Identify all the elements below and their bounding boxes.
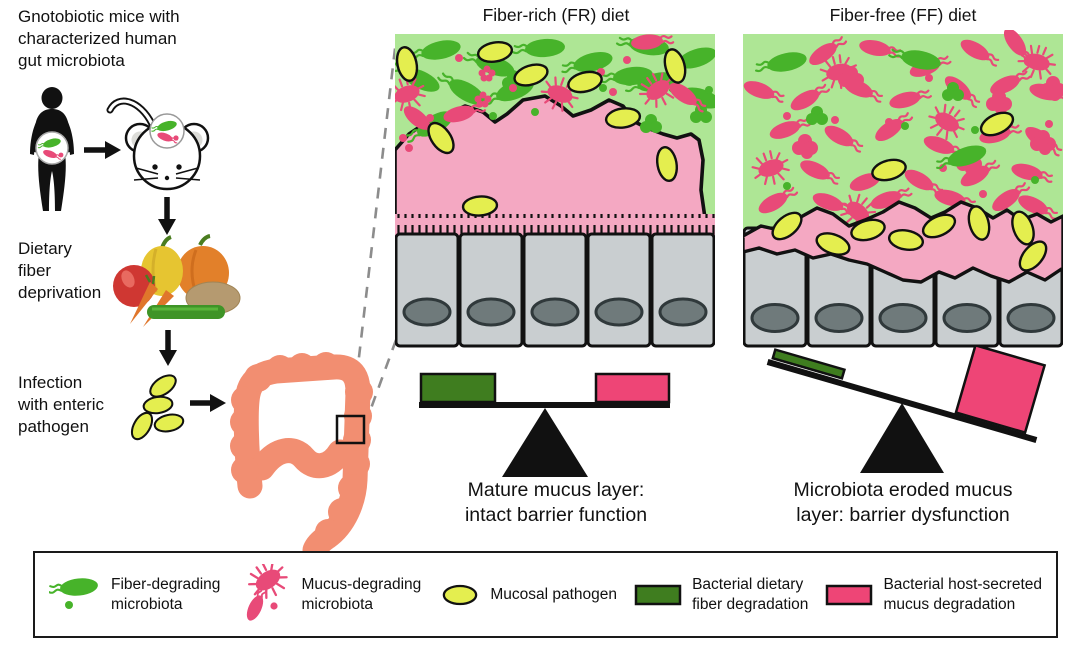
bacterial-host-secreted-mucus-degradation-swatch	[826, 584, 873, 605]
colon	[230, 352, 373, 563]
step2-label: Dietary fiber deprivation	[18, 239, 102, 302]
mouse-gut-microbiota-circle	[149, 113, 185, 149]
legend-label-mucosal-pathogen: Mucosal pathogen	[490, 585, 617, 603]
legend-label-mucus-degradation: Bacterial host-secreted mucus degradatio…	[883, 576, 1042, 613]
legend: Fiber-degrading microbiota Mucus-degradi…	[33, 551, 1058, 638]
ff-balance-fulcrum	[860, 403, 944, 473]
fr-fiber-degradation-weight	[419, 372, 497, 404]
arrow-infection-to-colon-icon	[190, 394, 226, 412]
colon-zoom-box	[335, 414, 366, 445]
legend-item-fiber-degrading: Fiber-degrading microbiota	[49, 573, 220, 617]
legend-label-fiber-degradation: Bacterial dietary fiber degradation	[692, 576, 809, 613]
arrow-human-to-mouse-icon	[84, 141, 121, 159]
legend-item-mucus-degradation: Bacterial host-secreted mucus degradatio…	[825, 575, 1042, 614]
vegetables	[113, 234, 241, 327]
arrow-mouse-to-diet-icon	[158, 197, 176, 235]
fiber-rich-panel-title: Fiber-rich (FR) diet	[482, 5, 630, 25]
ff-fiber-degradation-weight	[771, 348, 846, 380]
fiber-free-panel-graphic	[743, 30, 1063, 348]
legend-item-mucus-degrading: Mucus-degrading microbiota	[238, 563, 422, 626]
step3-label: Infection with enteric pathogen	[18, 373, 104, 436]
ff-balance-beam	[766, 359, 1038, 443]
fiber-rich-caption: Mature mucus layer: intact barrier funct…	[464, 479, 648, 527]
arrow-diet-to-infection-icon	[159, 330, 177, 366]
mucosal-pathogen-icon	[443, 584, 478, 605]
ff-balance-scale	[766, 346, 1047, 473]
fiber-free-panel-title: Fiber-free (FF) diet	[829, 5, 977, 25]
legend-item-mucosal-pathogen: Mucosal pathogen	[438, 582, 617, 608]
fr-balance-scale	[419, 372, 671, 477]
fiber-rich-panel-graphic	[395, 30, 715, 348]
step1-label: Gnotobiotic mice with characterized huma…	[18, 7, 180, 70]
legend-label-mucus-degrading: Mucus-degrading microbiota	[301, 576, 422, 613]
legend-item-fiber-degradation: Bacterial dietary fiber degradation	[634, 575, 808, 614]
ff-mucus-degradation-weight	[954, 346, 1047, 435]
bacterial-dietary-fiber-degradation-swatch	[634, 584, 682, 605]
legend-label-fiber-degrading: Fiber-degrading microbiota	[111, 576, 221, 613]
mucus-degrading-microbiota-icon	[241, 563, 294, 624]
fr-balance-fulcrum	[502, 408, 588, 477]
fiber-free-caption: Microbiota eroded mucus layer: barrier d…	[793, 479, 1013, 527]
fr-epithelial-cells	[395, 232, 715, 348]
fiber-degrading-microbiota-icon	[49, 574, 100, 609]
fr-brush-border	[395, 214, 715, 236]
human-silhouette	[30, 87, 74, 211]
fr-balance-beam	[419, 402, 670, 408]
mouse	[106, 97, 210, 191]
colon-haustra-bumps	[230, 352, 373, 545]
human-gut-microbiota-circle	[35, 131, 69, 165]
zoom-dashed-lines	[350, 39, 398, 445]
fr-mucus-degradation-weight	[594, 372, 671, 404]
